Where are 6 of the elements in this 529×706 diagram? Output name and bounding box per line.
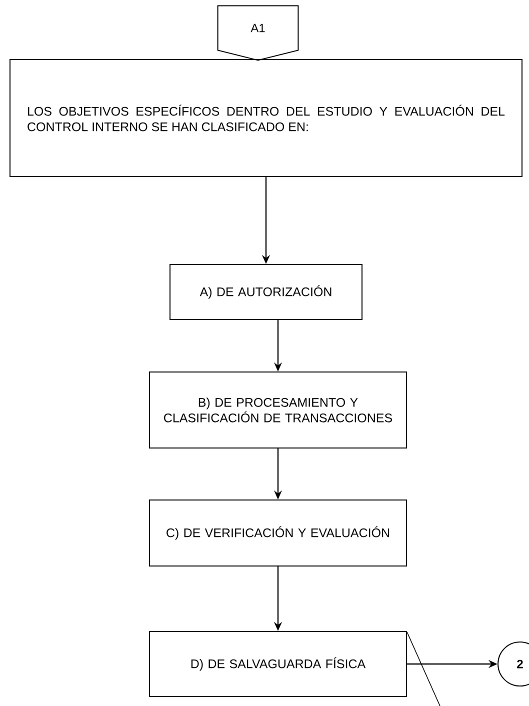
text-box: LOS OBJETIVOS ESPECÍFICOS DENTRO DEL ESTUDIO Y EVALUACIÓN DEL CONTROL INTERNO SE HAN CLASIFICADO EN: <box>10 59 522 177</box>
process-box: B) DE PROCESAMIENTO Y CLASIFICACIÓN DE TRANSACCIONES <box>149 372 407 448</box>
process-box: D) DE SALVAGUARDA FÍSICA <box>149 631 407 697</box>
process-box: C) DE VERIFICACIÓN Y EVALUACIÓN <box>149 500 407 566</box>
off-page-connector: A1 <box>217 5 299 61</box>
process-box: A) DE AUTORIZACIÓN <box>170 264 362 320</box>
